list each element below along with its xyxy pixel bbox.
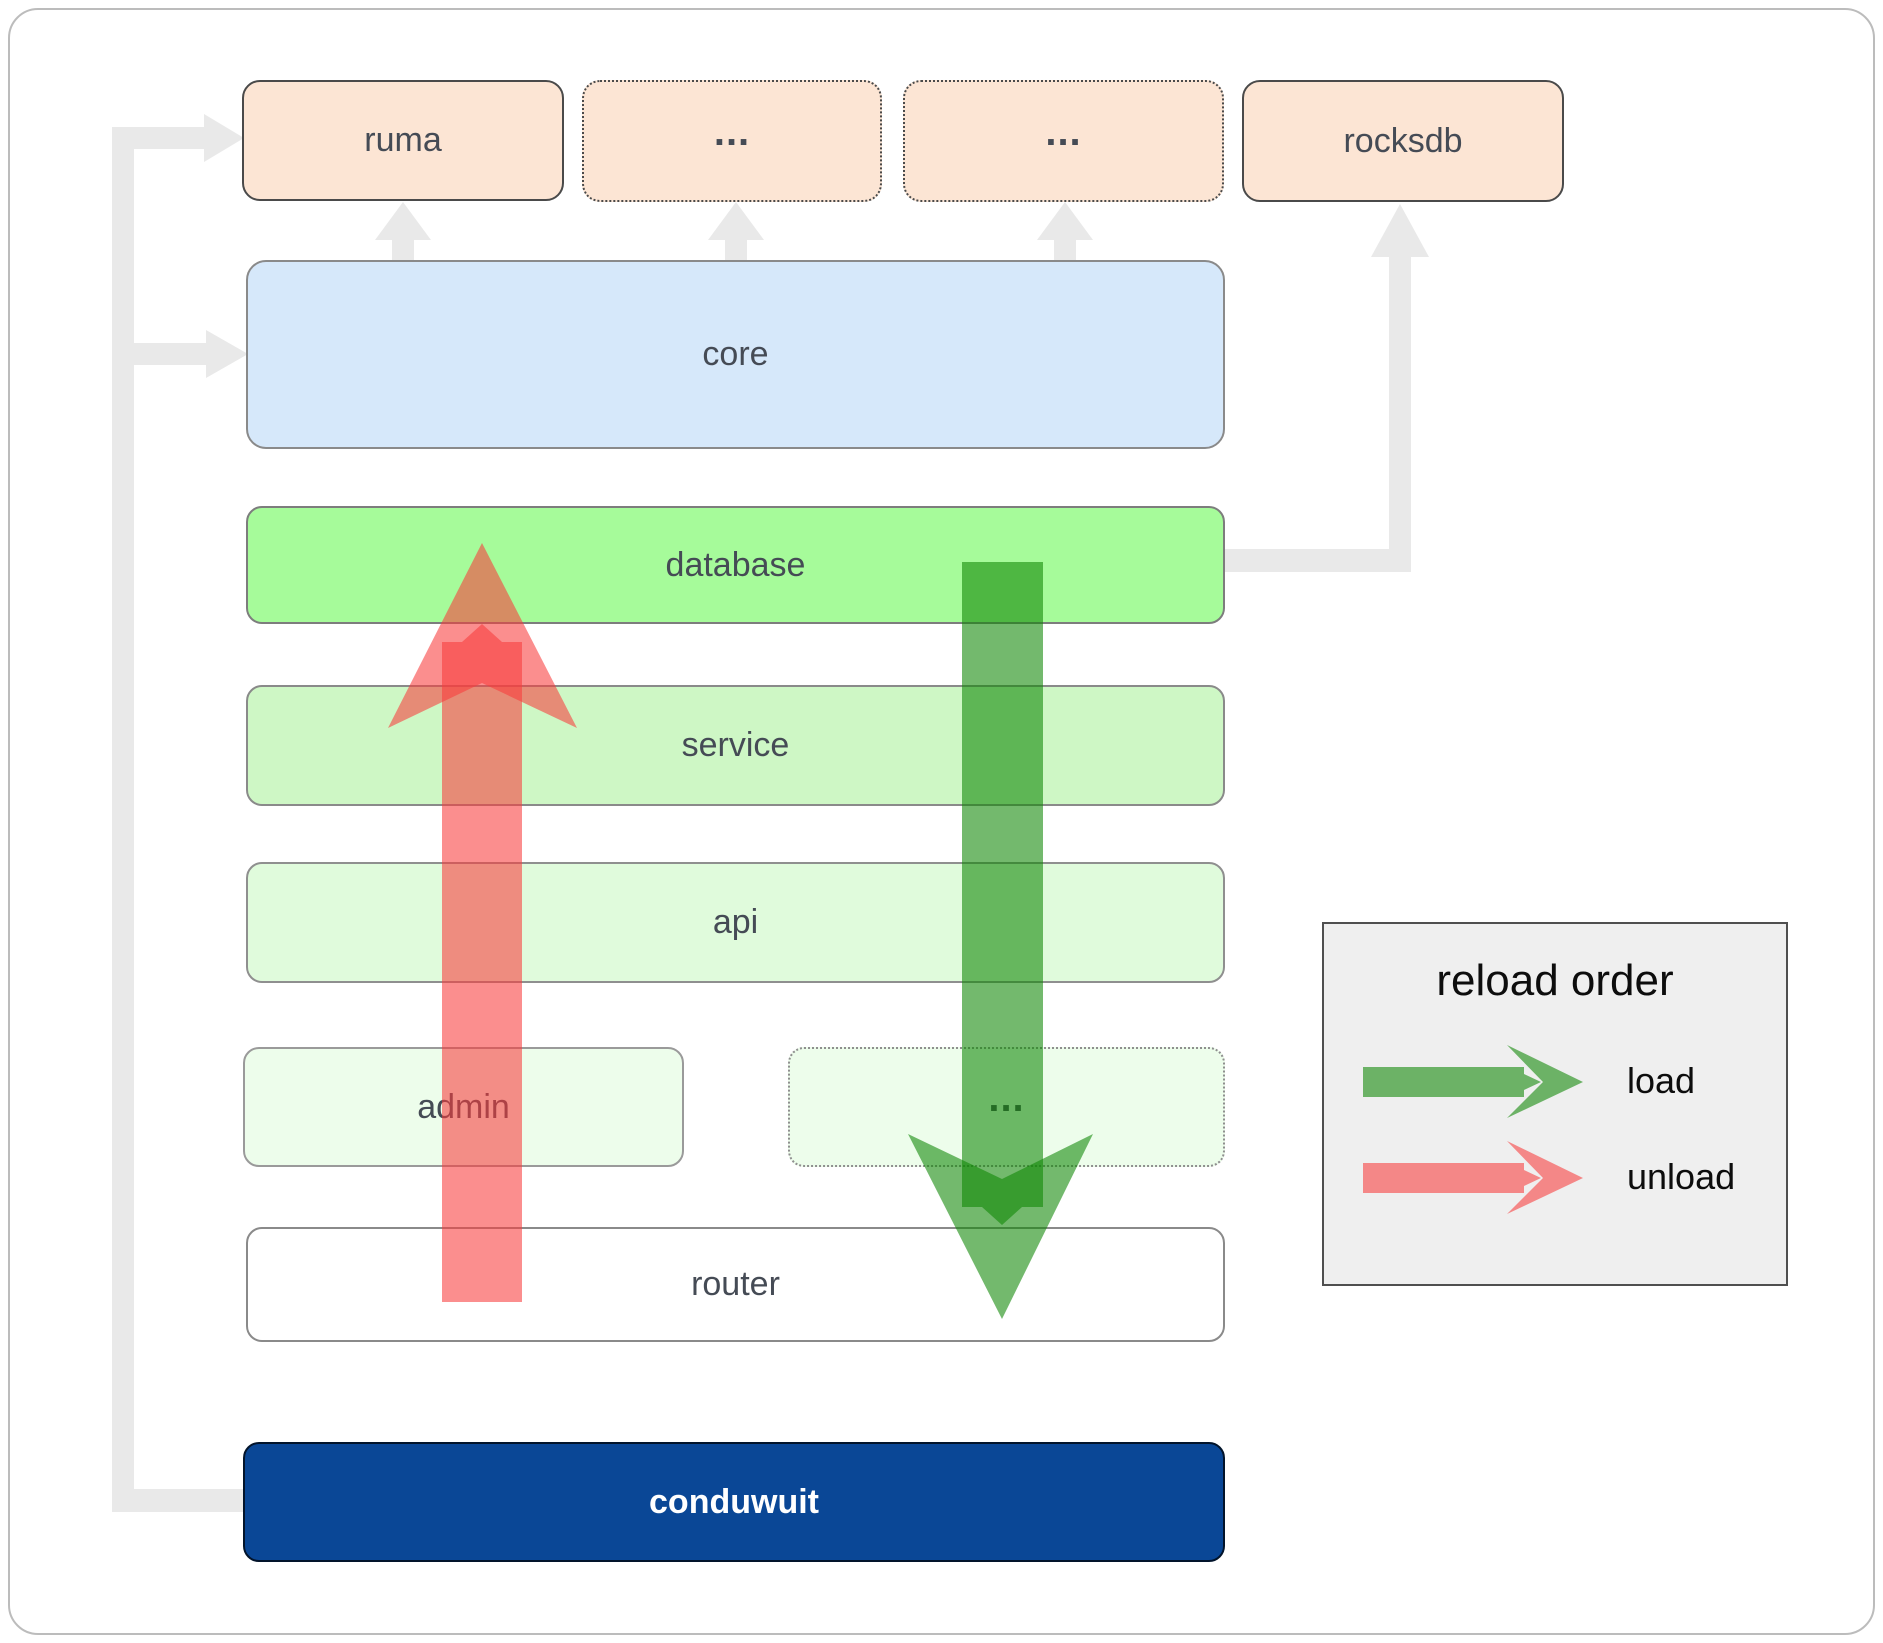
unload-arrow-shaft	[442, 624, 522, 1302]
box-rocksdb-label: rocksdb	[1343, 121, 1463, 160]
box-ruma-label: ruma	[364, 121, 442, 159]
database-rocksdb-horizontal	[1225, 549, 1411, 572]
legend-unload-arrow-shaft	[1363, 1163, 1541, 1193]
box-conduwuit-label: conduwuit	[649, 1482, 819, 1521]
load-arrow-head-icon	[908, 1134, 1093, 1319]
ruma-connector	[112, 127, 204, 149]
core-to-extra1-stub	[725, 236, 747, 262]
core-to-ruma-stub	[392, 236, 414, 262]
core-to-extra2-arrowhead-icon	[1037, 202, 1093, 240]
core-to-extra1-arrowhead-icon	[708, 202, 764, 240]
legend-title: reload order	[1436, 956, 1674, 1005]
legend-unload-arrow-head-icon	[1507, 1141, 1583, 1214]
core-to-extra2-stub	[1054, 236, 1076, 262]
unload-arrow-head-icon	[388, 543, 577, 728]
legend-load-arrow-head-icon	[1507, 1045, 1583, 1118]
box-router: router	[246, 1227, 1225, 1342]
ruma-arrowhead-icon	[204, 114, 244, 162]
core-to-ruma-arrowhead-icon	[375, 202, 431, 240]
database-rocksdb-vertical	[1389, 255, 1411, 572]
box-extra-top-2: ...	[903, 80, 1224, 202]
core-arrowhead-icon	[206, 330, 248, 378]
box-database-label: database	[665, 545, 806, 584]
box-core-label: core	[702, 335, 769, 373]
legend-unload-label: unload	[1627, 1156, 1736, 1197]
box-service-label: service	[681, 726, 790, 764]
rocksdb-arrowhead-icon	[1371, 204, 1429, 257]
box-extra-top-1-label: ...	[713, 109, 751, 154]
box-router-label: router	[691, 1265, 780, 1303]
box-extra-top-2-label: ...	[1045, 109, 1082, 154]
legend-panel	[1322, 922, 1788, 1286]
box-extra-top-1: ...	[582, 80, 882, 202]
box-rocksdb: rocksdb	[1242, 80, 1564, 202]
conduwuit-connector	[112, 1489, 245, 1512]
box-core: core	[246, 260, 1225, 449]
box-ruma: ruma	[242, 80, 564, 201]
left-trunk-line	[112, 127, 134, 1512]
box-api-label: api	[712, 903, 759, 941]
legend-load-label: load	[1627, 1060, 1696, 1101]
box-api: api	[246, 862, 1225, 983]
load-arrow-shaft	[962, 562, 1043, 1225]
legend-load-arrow-shaft	[1363, 1067, 1541, 1097]
box-database: database	[246, 506, 1225, 624]
core-connector	[134, 343, 208, 365]
box-conduwuit: conduwuit	[243, 1442, 1225, 1562]
